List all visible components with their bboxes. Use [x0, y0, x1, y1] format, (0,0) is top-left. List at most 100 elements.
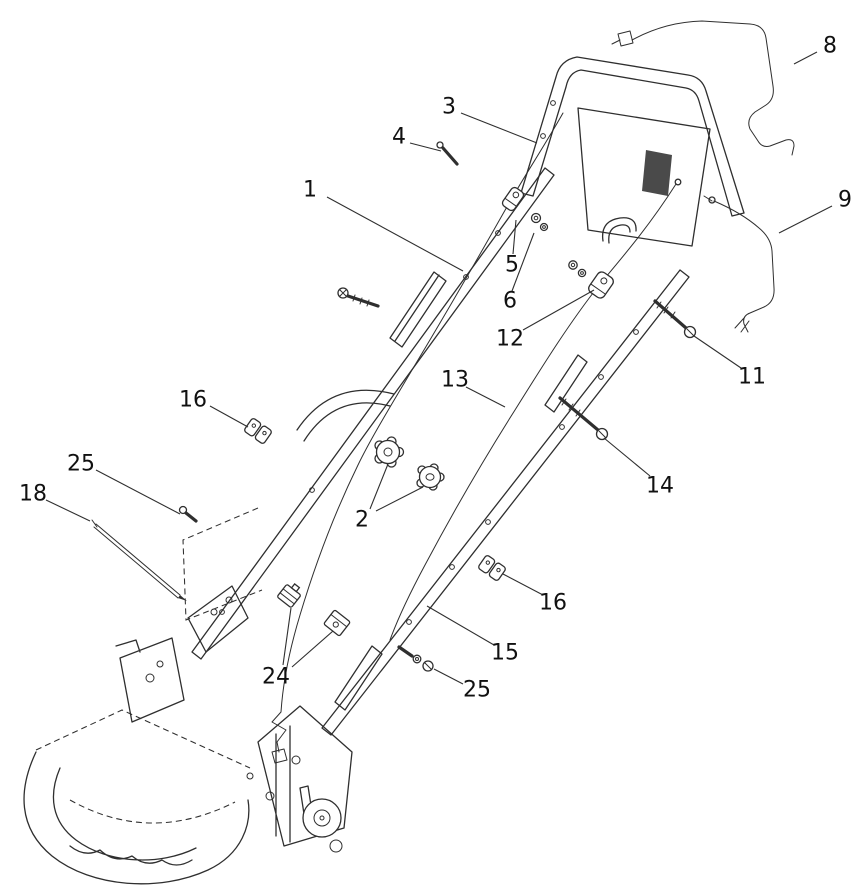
screw-shaft — [184, 511, 198, 523]
part5-cable-clamp — [501, 186, 525, 212]
callout-8-leader-0 — [793, 51, 818, 65]
part1-bracket-bar — [389, 271, 447, 348]
part4-pin — [436, 141, 459, 166]
callout-9-leader-0 — [778, 205, 833, 234]
hole — [406, 619, 412, 625]
callout-11-leader-0 — [693, 335, 742, 369]
callout-12-leader-0 — [522, 289, 595, 331]
part24-cable-clip-b — [323, 609, 351, 637]
screw-head-cross — [339, 289, 347, 297]
hole — [309, 487, 315, 493]
bracket-hole — [156, 660, 164, 668]
clamp-hole — [600, 277, 608, 285]
washer-hole — [415, 657, 419, 661]
washer-hole — [533, 215, 539, 221]
callout-15-leader-0 — [426, 605, 495, 646]
bolt-head-slot — [598, 430, 607, 439]
hole — [540, 133, 546, 139]
deck-outline — [23, 585, 353, 885]
callout-2-leader-1 — [375, 486, 424, 512]
part25-screw-left — [178, 505, 198, 523]
part16-clamp-upper — [244, 418, 272, 444]
callout-5-leader-0 — [512, 219, 517, 255]
pulley — [329, 839, 343, 853]
clamp-hole — [262, 430, 267, 436]
clip-body — [323, 609, 351, 637]
washer — [568, 260, 578, 270]
callout-1-leader-0 — [326, 196, 464, 272]
hole — [463, 274, 469, 280]
console-panel — [577, 107, 711, 247]
left-control-cable — [271, 112, 564, 764]
hole — [485, 519, 491, 525]
clamp-hole — [496, 567, 501, 573]
console-decal — [642, 150, 672, 196]
knob — [374, 436, 405, 468]
screw-threads — [352, 294, 370, 307]
bolt-shaft — [558, 396, 600, 432]
bracket-hole — [210, 608, 218, 616]
callout-4: 4 — [392, 125, 406, 150]
clip-slot — [330, 613, 348, 628]
hole — [559, 424, 565, 430]
bolt-shaft — [653, 299, 688, 330]
handle-screw — [337, 287, 380, 308]
callout-3-leader-0 — [460, 112, 538, 144]
washer — [412, 654, 422, 664]
callout-6: 6 — [503, 289, 517, 314]
screw-shaft — [346, 294, 380, 308]
washer-hole — [570, 262, 576, 268]
callout-25-left: 25 — [67, 452, 95, 477]
wheel-hub-inner — [313, 809, 331, 827]
callout-16-lower: 16 — [539, 591, 567, 616]
hole — [598, 374, 604, 380]
callout-2-leader-0 — [369, 463, 389, 510]
clip-tab — [290, 582, 301, 593]
callout-25-left-leader-0 — [95, 469, 181, 515]
right-cable-end-fitting — [674, 178, 682, 186]
part18-rod — [91, 519, 187, 601]
clip-hole — [332, 621, 339, 628]
tube-mounting-holes — [219, 100, 639, 625]
cable-part8 — [611, 20, 795, 156]
screw-head — [178, 505, 188, 515]
part24-cable-clip-a — [277, 582, 301, 608]
wheel-hub-center — [319, 815, 325, 821]
upper-handle-tube — [520, 56, 745, 217]
callout-5: 5 — [505, 253, 519, 278]
deck-hole — [246, 772, 254, 780]
callout-16-upper-leader-0 — [209, 405, 249, 428]
deck-hidden-lines — [35, 507, 263, 824]
cable-part9-end-fitting — [708, 196, 716, 204]
part6-washers — [530, 212, 549, 232]
part11-bolt — [653, 299, 697, 339]
callout-24-leader-0 — [282, 607, 292, 666]
bolt-head-slot — [686, 328, 695, 337]
callout-6-leader-0 — [511, 232, 535, 292]
screw-head-slot — [424, 662, 432, 670]
part25-screw-right — [397, 645, 434, 672]
mower-deck — [23, 507, 353, 885]
clip-slots — [279, 588, 298, 605]
wheel-hub — [302, 798, 342, 838]
clamp-hole — [251, 423, 257, 428]
bolt-threads — [656, 301, 676, 319]
clamp-split — [504, 197, 517, 207]
knob-center — [383, 447, 393, 457]
clamp-body — [588, 271, 614, 299]
fasteners — [91, 141, 697, 672]
bracket-hole — [145, 673, 155, 683]
callout-3: 3 — [442, 95, 456, 120]
washer — [577, 268, 587, 278]
callout-13: 13 — [441, 368, 469, 393]
callout-2: 2 — [355, 508, 369, 533]
clamp-hole — [485, 560, 491, 565]
callout-14-leader-0 — [603, 437, 651, 477]
clamp-hole — [512, 191, 520, 199]
callout-1: 1 — [303, 178, 317, 203]
hole — [219, 609, 225, 615]
callout-13-leader-0 — [465, 386, 506, 408]
callout-8: 8 — [823, 34, 837, 59]
pin-shaft — [441, 146, 459, 166]
